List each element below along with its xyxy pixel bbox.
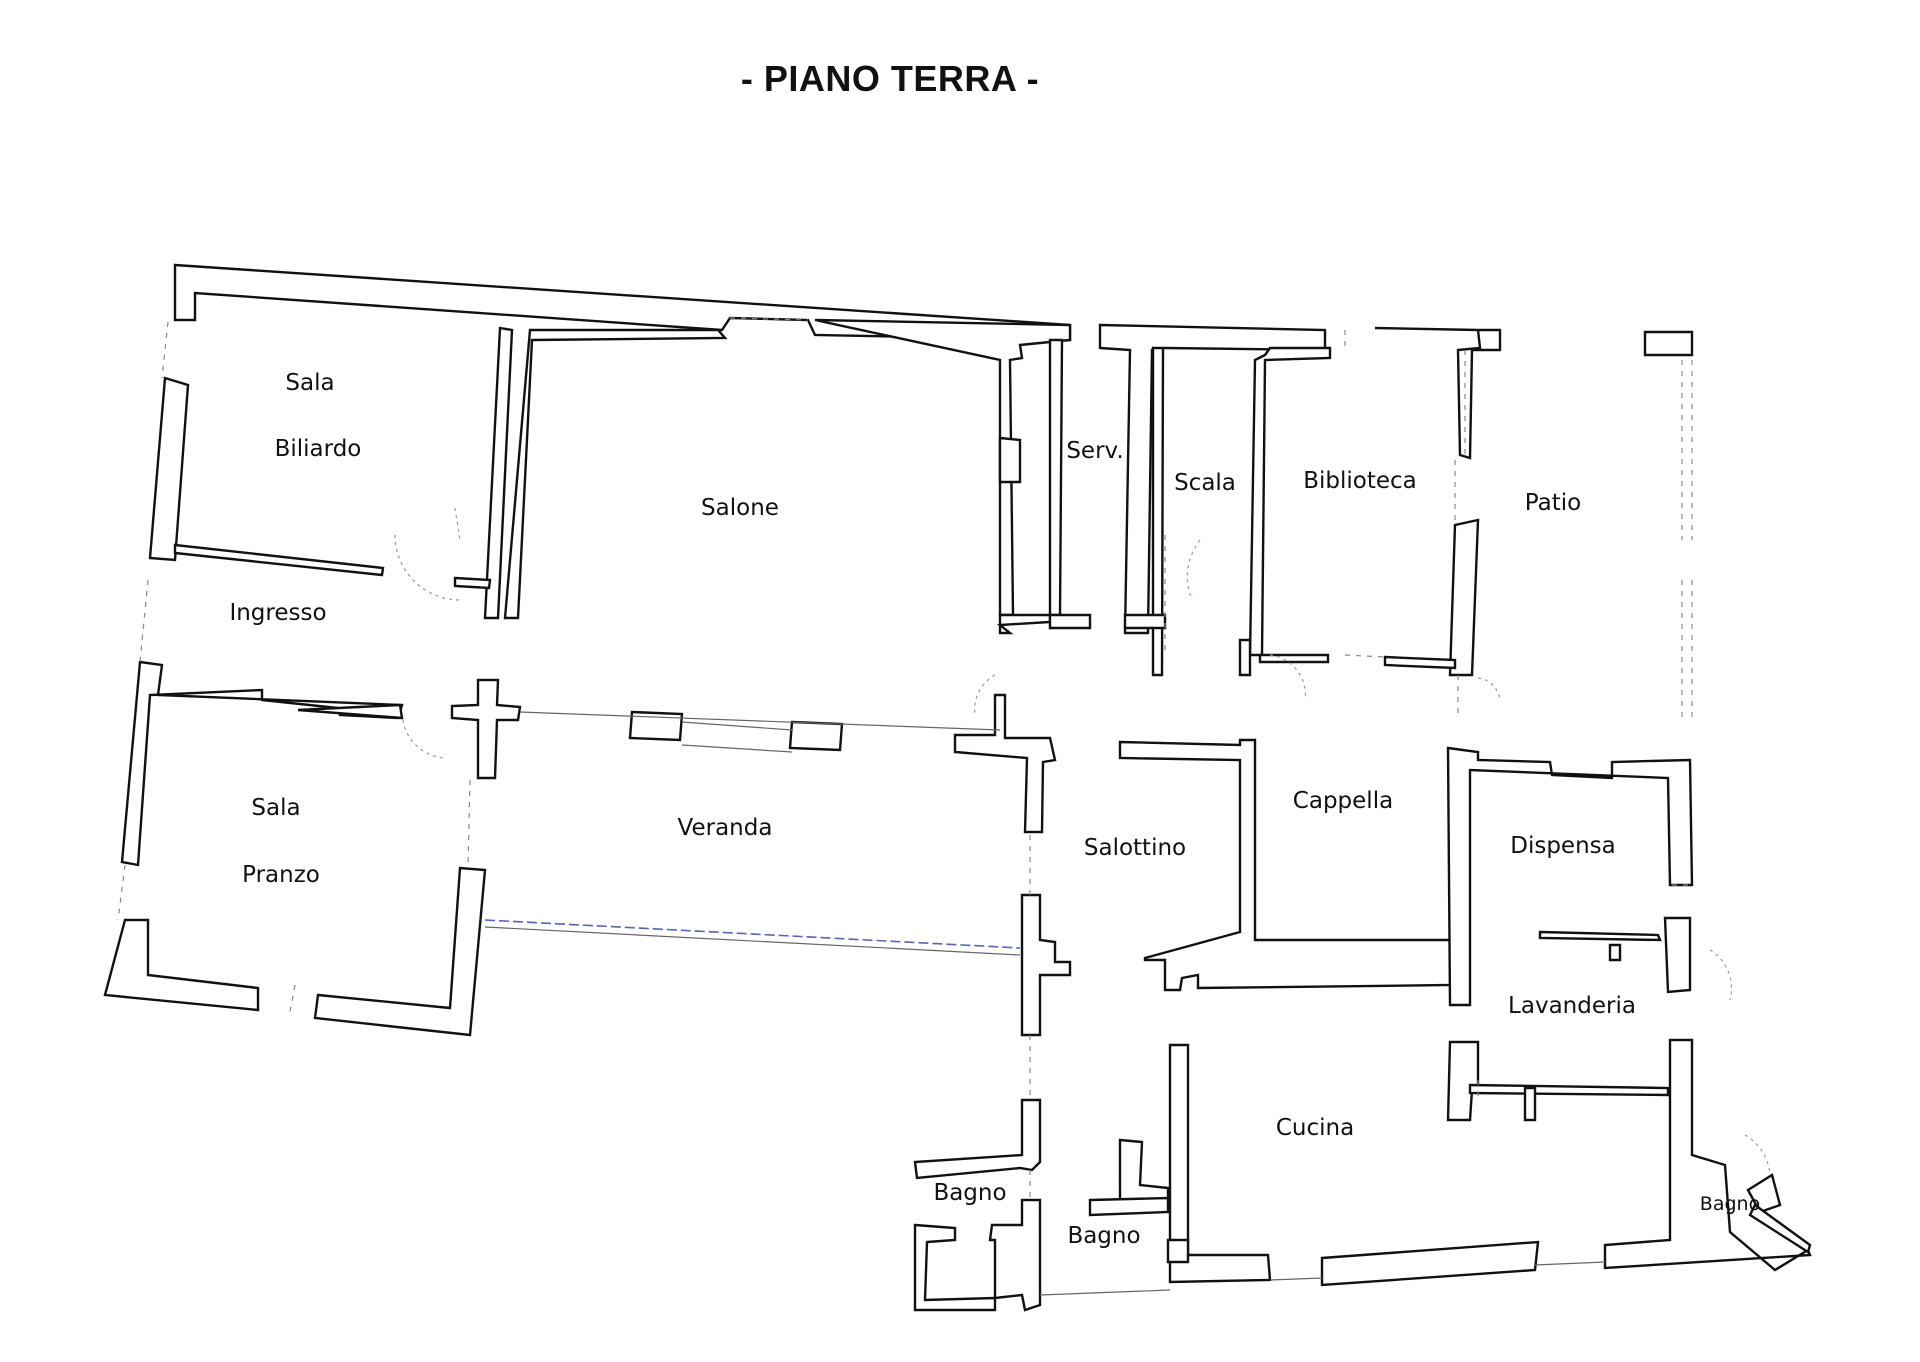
label-patio: Patio (1525, 490, 1581, 516)
label-bagno-1: Bagno (933, 1180, 1006, 1206)
label-salottino: Salottino (1084, 835, 1186, 861)
label-bagno-3: Bagno (1700, 1193, 1760, 1215)
label-veranda: Veranda (678, 815, 773, 841)
label-serv: Serv. (1066, 438, 1123, 464)
sala-pranzo-walls (103, 660, 522, 1037)
label-cappella: Cappella (1293, 788, 1393, 814)
cucina-walls (1168, 1038, 1812, 1287)
salone-serv-walls (814, 318, 1327, 677)
label-ingresso: Ingresso (229, 600, 326, 626)
room-labels: Sala Biliardo Salone Serv. Scala Bibliot… (229, 370, 1760, 1249)
label-sala-biliardo-2: Biliardo (275, 436, 362, 462)
label-bagno-2: Bagno (1067, 1223, 1140, 1249)
dashed-openings (117, 317, 1693, 1200)
label-dispensa: Dispensa (1510, 833, 1616, 859)
label-sala-pranzo-2: Pranzo (242, 862, 320, 888)
label-sala-biliardo-1: Sala (285, 370, 334, 396)
veranda-walls (484, 693, 1057, 956)
biblioteca-walls (1238, 326, 1694, 677)
plan-title: - PIANO TERRA - (740, 58, 1040, 99)
label-sala-pranzo-1: Sala (251, 795, 300, 821)
bagni-walls (913, 1098, 1606, 1312)
salottino-walls (1020, 738, 1694, 1037)
label-salone: Salone (701, 495, 779, 521)
label-cucina: Cucina (1276, 1115, 1354, 1141)
label-lavanderia: Lavanderia (1508, 993, 1636, 1019)
door-swings (394, 507, 1771, 1176)
label-biblioteca: Biblioteca (1303, 468, 1417, 494)
label-scala: Scala (1174, 470, 1236, 496)
